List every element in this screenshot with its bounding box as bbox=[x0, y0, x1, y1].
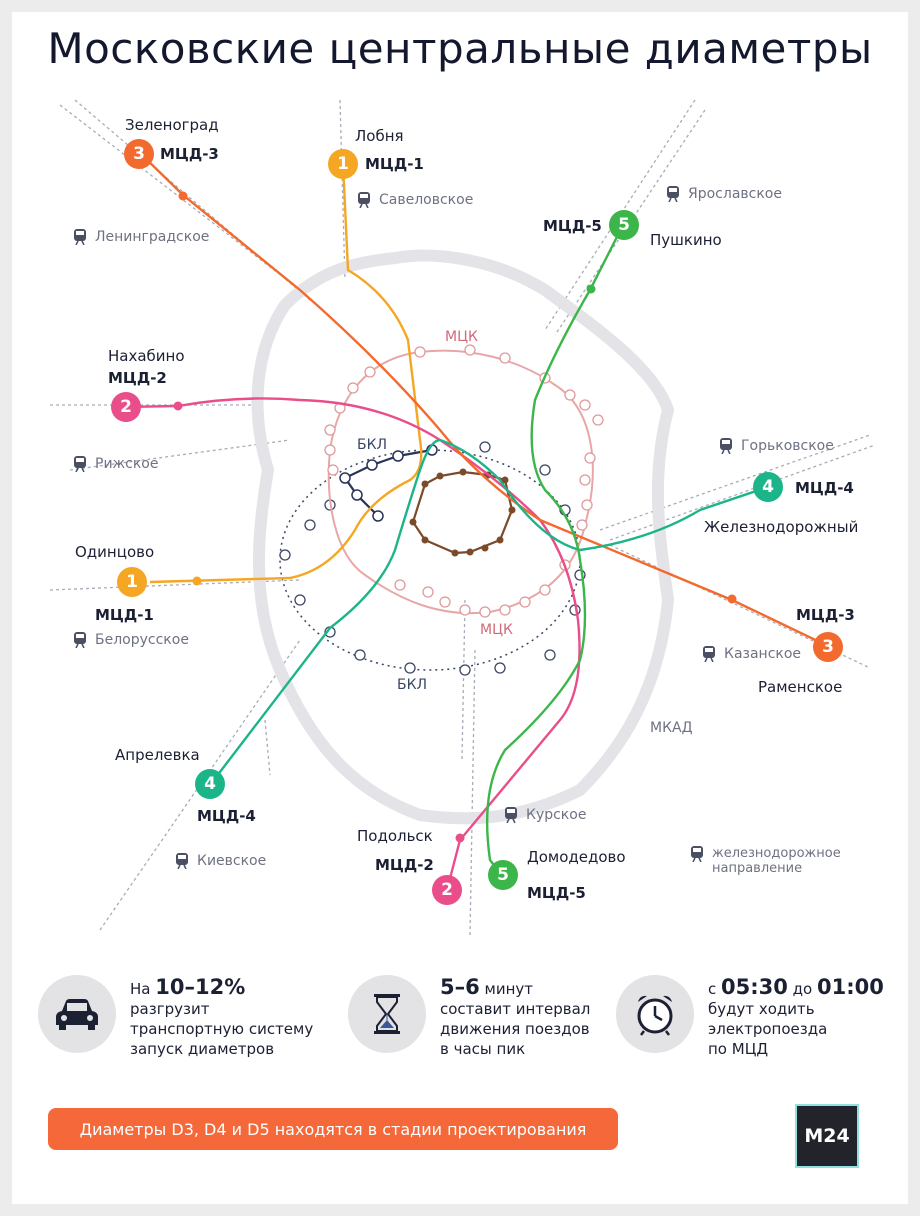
train-icon bbox=[691, 846, 703, 862]
label-domodedovo: Домодедово bbox=[527, 848, 626, 866]
label-mkad: МКАД bbox=[650, 720, 693, 736]
label-lobnya: Лобня bbox=[355, 127, 404, 145]
label-mcd4-south: МЦД-4 bbox=[197, 807, 256, 825]
label-mcd3-north: МЦД-3 bbox=[160, 145, 219, 163]
mcd4-line bbox=[209, 438, 769, 786]
label-ramenskoe: Раменское bbox=[758, 678, 843, 696]
mcd5-badge-south[interactable]: 5 bbox=[488, 860, 518, 890]
mcd3-badge-east[interactable]: 3 bbox=[813, 632, 843, 662]
label-zelenograd: Зеленоград bbox=[125, 116, 219, 134]
label-mck-top: МЦК bbox=[445, 329, 478, 345]
label-nakhabino: Нахабино bbox=[108, 347, 185, 365]
train-icon bbox=[720, 438, 732, 454]
label-mcd1-west: МЦД-1 bbox=[95, 606, 154, 624]
fact-traffic: На 10–12% разгрузит транспортную систему… bbox=[38, 975, 313, 1059]
m24-logo[interactable]: M24 bbox=[795, 1104, 859, 1168]
label-zheleznodorozhny: Железнодорожный bbox=[704, 518, 859, 536]
train-icon bbox=[74, 632, 86, 648]
fact-interval: 5–6 минут составит интервал движения пое… bbox=[348, 975, 590, 1059]
label-mcd5-north: МЦД-5 bbox=[543, 217, 602, 235]
label-mcd3-east: МЦД-3 bbox=[796, 606, 855, 624]
label-mcd2-west: МЦД-2 bbox=[108, 369, 167, 387]
label-podolsk: Подольск bbox=[357, 827, 433, 845]
train-icon bbox=[667, 186, 679, 202]
direction-kievskoe: Киевское bbox=[175, 853, 266, 869]
mcd4-badge-east[interactable]: 4 bbox=[753, 472, 783, 502]
label-mcd4-east: МЦД-4 bbox=[795, 479, 854, 497]
status-banner: Диаметры D3, D4 и D5 находятся в стадии … bbox=[48, 1108, 618, 1150]
mcd2-line bbox=[124, 397, 581, 891]
mcd2-badge-south[interactable]: 2 bbox=[432, 875, 462, 905]
direction-kazanskoe: Казанское bbox=[702, 646, 801, 662]
train-icon bbox=[74, 229, 86, 245]
label-pushkino: Пушкино bbox=[650, 231, 722, 249]
direction-kurskoe: Курское bbox=[504, 807, 586, 823]
label-mck-bottom: МЦК bbox=[480, 622, 513, 638]
train-icon bbox=[74, 456, 86, 472]
label-odintsovo: Одинцово bbox=[75, 543, 155, 561]
direction-savelovskoe: Савеловское bbox=[357, 192, 473, 208]
train-icon bbox=[505, 807, 517, 823]
label-bkl-top: БКЛ bbox=[357, 437, 388, 453]
page-title: Московские центральные диаметры bbox=[47, 24, 873, 73]
train-icon bbox=[358, 192, 370, 208]
label-mcd2-south: МЦД-2 bbox=[375, 856, 434, 874]
mcd3-badge-north[interactable]: 3 bbox=[124, 139, 154, 169]
hourglass-icon bbox=[348, 975, 426, 1053]
direction-belorusskoe: Белорусское bbox=[73, 632, 189, 648]
mcd2-badge-west[interactable]: 2 bbox=[111, 392, 141, 422]
mcd3-line bbox=[139, 152, 829, 648]
direction-leningradskoe: Ленинградское bbox=[73, 229, 209, 245]
mcd5-badge-north[interactable]: 5 bbox=[609, 210, 639, 240]
alarm-clock-icon bbox=[616, 975, 694, 1053]
mcd4-badge-south[interactable]: 4 bbox=[195, 769, 225, 799]
train-icon bbox=[176, 853, 188, 869]
car-icon bbox=[38, 975, 116, 1053]
mcd1-badge-west[interactable]: 1 bbox=[117, 567, 147, 597]
mcd1-badge-north[interactable]: 1 bbox=[328, 149, 358, 179]
direction-rizhskoe: Рижское bbox=[73, 456, 159, 472]
train-icon bbox=[703, 646, 715, 662]
label-aprelevka: Апрелевка bbox=[115, 746, 200, 764]
label-bkl-bottom: БКЛ bbox=[397, 677, 428, 693]
direction-yaroslavskoe: Ярославское bbox=[666, 186, 782, 202]
direction-gorkovskoe: Горьковское bbox=[719, 438, 834, 454]
fact-hours: с 05:30 до 01:00 будут ходить электропое… bbox=[616, 975, 884, 1059]
bkl-ring bbox=[279, 449, 581, 671]
mck-stations bbox=[324, 344, 604, 618]
mcd1-line bbox=[149, 162, 423, 584]
mcd5-line bbox=[485, 224, 625, 878]
label-mcd5-south: МЦД-5 bbox=[527, 884, 586, 902]
bkl-stations bbox=[279, 441, 586, 676]
mkad-ring bbox=[251, 249, 675, 825]
mck-ring bbox=[327, 349, 594, 615]
label-mcd1-north: МЦД-1 bbox=[365, 155, 424, 173]
